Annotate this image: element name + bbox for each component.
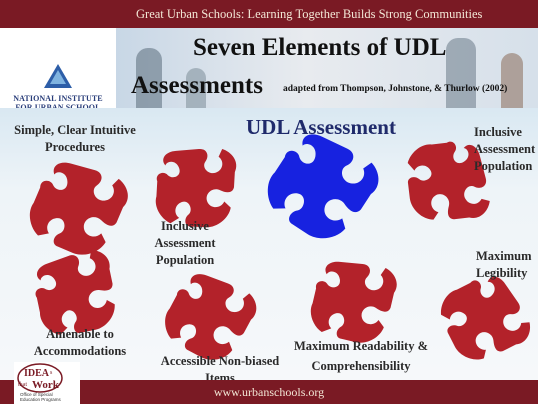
- svg-text:Work: Work: [32, 379, 60, 391]
- svg-text:Education Programs: Education Programs: [20, 397, 62, 402]
- label-inclusive-right: Inclusive Assessment Population: [474, 125, 536, 173]
- title-subtitle: adapted from Thompson, Johnstone, & Thur…: [283, 84, 508, 94]
- label-maximum-legibility: Maximum Legibility: [476, 249, 532, 280]
- label-amenable: Amenable to Accommodations: [33, 327, 127, 358]
- header-bar: Great Urban Schools: Learning Together B…: [0, 0, 538, 28]
- svg-text:IDEA: IDEA: [24, 368, 50, 379]
- svg-text:s: s: [50, 370, 53, 376]
- label-simple-clear: Simple, Clear Intuitive Procedures: [14, 123, 136, 154]
- ideas-that-work-logo: IDEA s that Work Office of Special Educa…: [14, 362, 80, 404]
- niusi-logo: NATIONAL INSTITUTE FOR URBAN SCHOOL IMPR…: [0, 28, 116, 121]
- triangle-logo-icon: [44, 64, 72, 88]
- tagline: Great Urban Schools: Learning Together B…: [136, 7, 483, 21]
- title-line1: Seven Elements of UDL: [193, 34, 447, 61]
- header-banner: [116, 28, 538, 108]
- footer-bar: www.urbanschools.org: [0, 380, 538, 404]
- label-readability: Maximum Readability & Comprehensibility: [293, 339, 429, 373]
- title-line2: Assessments: [131, 72, 263, 99]
- svg-text:Office of Special: Office of Special: [20, 392, 53, 397]
- udl-assessment-label: UDL Assessment: [246, 115, 396, 139]
- label-inclusive-mid: Inclusive Assessment Population: [154, 219, 216, 267]
- puzzle-piece-red-7: [430, 270, 538, 370]
- svg-text:that: that: [18, 382, 27, 388]
- footer-url[interactable]: www.urbanschools.org: [213, 385, 325, 399]
- puzzle-piece-blue: [260, 128, 385, 247]
